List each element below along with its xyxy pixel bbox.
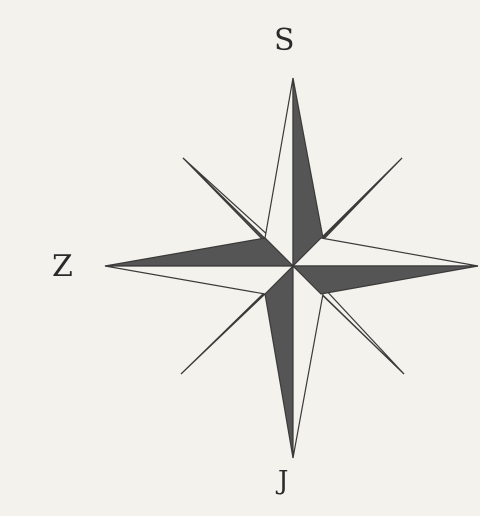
east-point-light xyxy=(293,238,478,266)
south-point-light xyxy=(293,266,323,458)
north-point-dark xyxy=(293,78,323,266)
north-point-light xyxy=(265,78,293,266)
west-point-dark xyxy=(105,238,293,266)
south-label: J xyxy=(278,468,288,494)
east-point-dark xyxy=(293,266,478,294)
west-label: Z xyxy=(52,252,73,282)
south-point-dark xyxy=(265,266,293,458)
west-point-light xyxy=(105,266,293,294)
north-label: S xyxy=(274,26,295,56)
